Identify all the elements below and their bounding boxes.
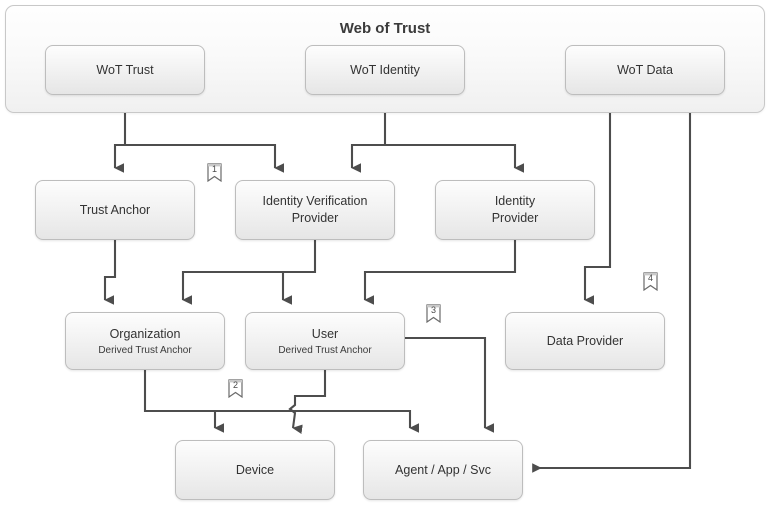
node-label: User	[311, 326, 339, 341]
node-device[interactable]: Device	[175, 440, 335, 500]
edge-idv-provider-to-user	[281, 270, 315, 305]
node-label: Identity Provider	[491, 194, 539, 225]
node-label: Identity Verification Provider	[262, 194, 368, 225]
node-sublabel: Derived Trust Anchor	[98, 344, 192, 356]
edge-user-to-agent	[405, 336, 495, 433]
node-label: Agent / App / Svc	[395, 462, 491, 477]
edge-wot-data-to-agent	[532, 95, 692, 473]
bookmark-number: 3	[430, 305, 436, 315]
bookmark-icon-1: 1	[207, 163, 222, 185]
edge-id-provider-to-user	[363, 240, 517, 305]
node-id-provider[interactable]: Identity Provider	[435, 180, 595, 240]
node-trust-anchor[interactable]: Trust Anchor	[35, 180, 195, 240]
edge-idv-provider-to-organization	[181, 240, 317, 305]
edge-organization-to-agent	[145, 409, 420, 433]
edge-organization-to-device	[143, 370, 225, 433]
bookmark-number: 2	[232, 380, 238, 390]
edge-trust-anchor-to-organization	[103, 240, 117, 305]
node-sublabel: Derived Trust Anchor	[278, 344, 372, 356]
node-wot-data[interactable]: WoT Data	[565, 45, 725, 95]
edge-wot-identity-to-id-provider	[385, 143, 525, 173]
bookmark-icon-2: 2	[228, 379, 243, 401]
edge-wot-trust-to-idv-provider	[125, 143, 285, 173]
node-wot-identity[interactable]: WoT Identity	[305, 45, 465, 95]
node-label: WoT Identity	[350, 62, 420, 77]
bookmark-number: 1	[211, 164, 217, 174]
bookmark-shape-icon	[643, 272, 658, 292]
node-wot-trust[interactable]: WoT Trust	[45, 45, 205, 95]
node-label: WoT Trust	[96, 62, 154, 77]
node-idv-provider[interactable]: Identity Verification Provider	[235, 180, 395, 240]
bookmark-icon-3: 3	[426, 304, 441, 326]
group-title: Web of Trust	[339, 20, 431, 37]
node-label: Organization	[109, 326, 181, 341]
bookmark-number: 4	[647, 273, 653, 283]
edge-user-to-device	[288, 370, 327, 434]
node-agent-app-svc[interactable]: Agent / App / Svc	[363, 440, 523, 500]
node-label: Trust Anchor	[79, 202, 151, 217]
bookmark-shape-icon	[228, 379, 243, 399]
bookmark-shape-icon	[207, 163, 222, 183]
node-label: WoT Data	[617, 62, 673, 77]
bookmark-icon-4: 4	[643, 272, 658, 294]
node-label: Device	[235, 462, 275, 477]
node-data-provider[interactable]: Data Provider	[505, 312, 665, 370]
bookmark-shape-icon	[426, 304, 441, 324]
node-label: Data Provider	[546, 333, 624, 348]
